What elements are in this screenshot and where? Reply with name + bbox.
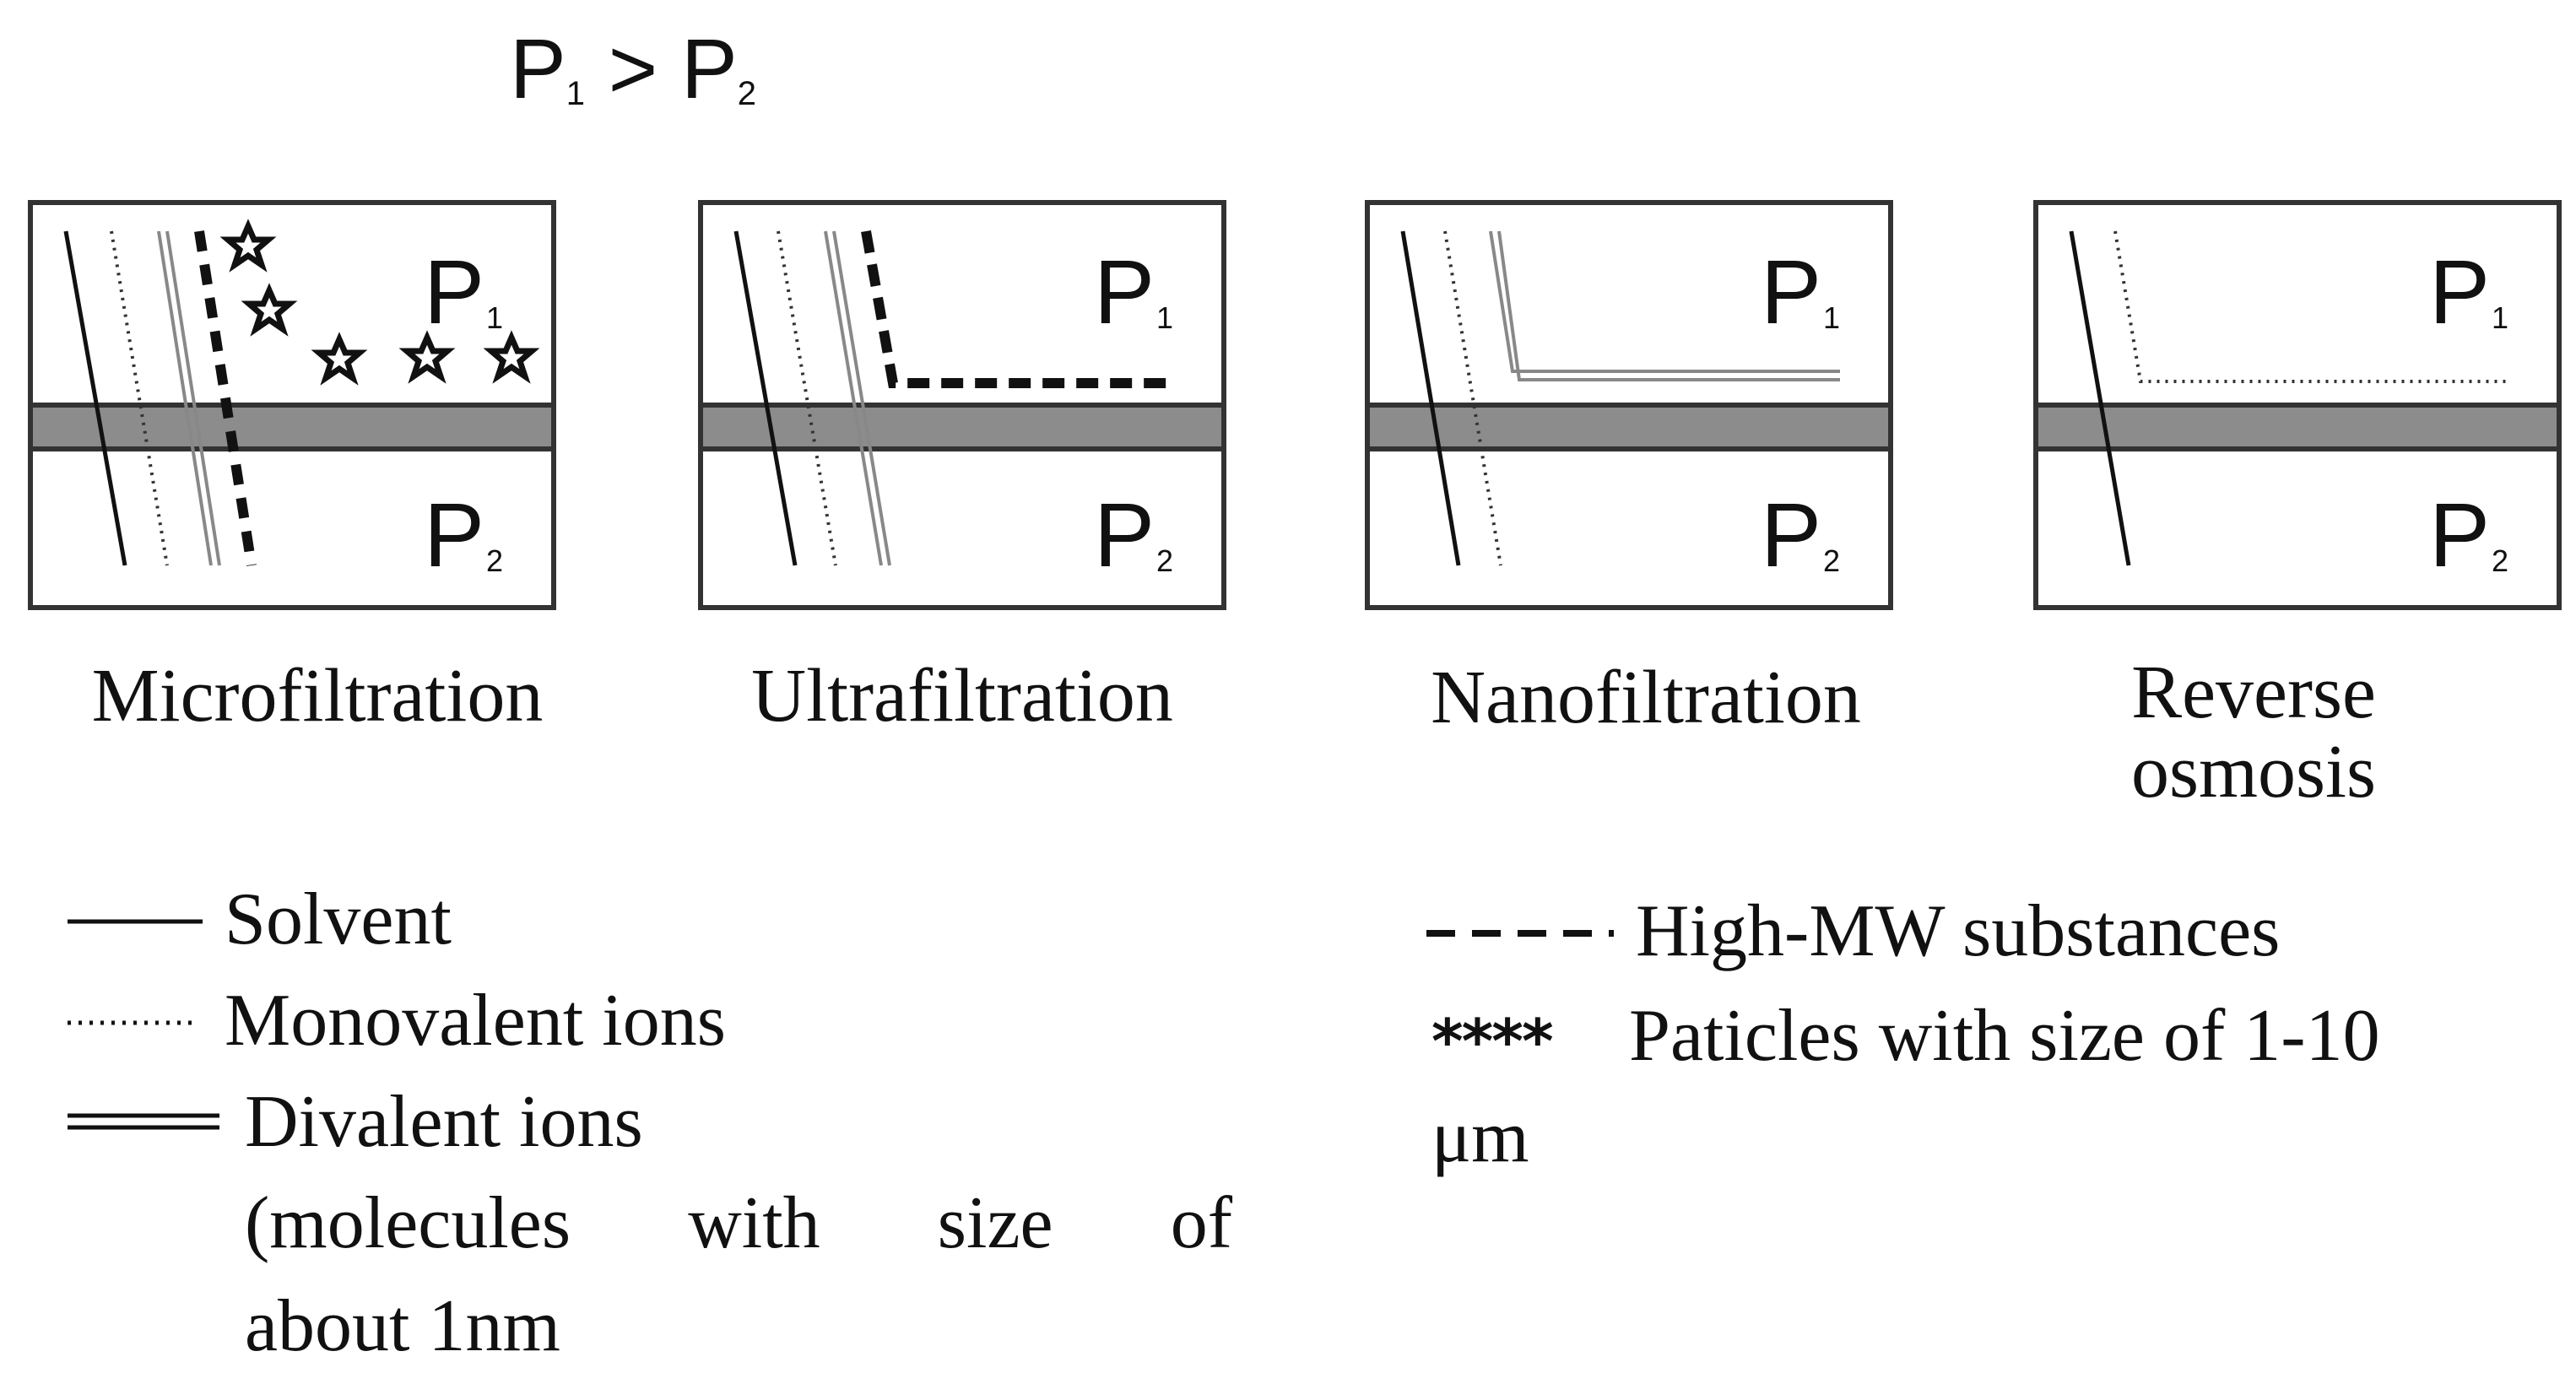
microfiltration-top-pressure: P1 — [424, 241, 504, 343]
particle-star — [398, 330, 456, 384]
divalent-line-b — [1497, 230, 1840, 381]
legend-divalent-note-line2: about 1nm — [245, 1285, 560, 1367]
particle-star — [241, 283, 298, 337]
particle-star — [483, 330, 540, 384]
divalent-line-b — [165, 230, 221, 566]
high-mw-line — [194, 230, 257, 566]
reverse-osmosis-caption-line2: osmosis — [2130, 730, 2377, 814]
solvent-line — [2069, 230, 2131, 566]
reverse-osmosis-top-pressure: P1 — [2429, 241, 2509, 343]
legend-high-mw-symbol — [1426, 930, 1614, 937]
membrane-band — [698, 403, 1226, 451]
legend-particles-label: Paticles with size of 1-10 — [1629, 995, 2380, 1077]
ultrafiltration-panel — [698, 200, 1226, 610]
legend-solvent-symbol — [68, 919, 203, 924]
legend-solvent-label: Solvent — [225, 878, 452, 960]
ultrafiltration-caption: Ultrafiltration — [751, 654, 1173, 738]
solvent-line — [1400, 230, 1461, 566]
reverse-osmosis-caption-line1: Reverse — [2131, 651, 2376, 734]
divalent-line-a — [157, 230, 213, 566]
monovalent-line — [1443, 230, 1502, 566]
membrane-band — [28, 403, 556, 451]
legend-divalent-note-line1: (molecules with size of — [245, 1182, 1232, 1264]
legend-high-mw-label: High-MW substances — [1636, 890, 2281, 972]
divalent-line-a — [1489, 230, 1840, 373]
divalent-line-a — [824, 230, 883, 566]
particle-star — [311, 332, 368, 386]
nanofiltration-panel — [1365, 200, 1893, 610]
nanofiltration-bottom-pressure: P2 — [1761, 484, 1841, 586]
legend-particles-symbol: **** — [1431, 1006, 1554, 1077]
diagram-title: P1 > P2 — [510, 22, 756, 116]
legend-particles-unit: μm — [1431, 1096, 1529, 1178]
solvent-line — [733, 230, 798, 566]
divalent-line-b — [832, 230, 891, 566]
nanofiltration-top-pressure: P1 — [1761, 241, 1841, 343]
reverse-osmosis-panel — [2033, 200, 2562, 610]
monovalent-line — [110, 230, 169, 566]
monovalent-line — [777, 230, 837, 566]
microfiltration-bottom-pressure: P2 — [424, 484, 504, 586]
legend-divalent-symbol — [68, 1113, 219, 1130]
reverse-osmosis-caption: Reverse osmosis — [2059, 653, 2448, 812]
legend-monovalent-label: Monovalent ions — [225, 980, 726, 1062]
microfiltration-panel — [28, 200, 556, 610]
nanofiltration-caption: Nanofiltration — [1431, 656, 1861, 739]
legend-divalent-label: Divalent ions — [245, 1081, 643, 1163]
legend-monovalent-symbol — [68, 1020, 196, 1025]
monovalent-line — [2113, 230, 2508, 383]
ultrafiltration-top-pressure: P1 — [1094, 241, 1174, 343]
solvent-line — [63, 230, 127, 566]
reverse-osmosis-bottom-pressure: P2 — [2429, 484, 2509, 586]
membrane-band — [1365, 403, 1893, 451]
particle-stars — [219, 219, 540, 386]
ultrafiltration-bottom-pressure: P2 — [1094, 484, 1174, 586]
particle-star — [219, 219, 277, 273]
microfiltration-caption: Microfiltration — [91, 654, 544, 738]
membrane-band — [2033, 403, 2562, 451]
high-mw-line — [861, 230, 1166, 388]
